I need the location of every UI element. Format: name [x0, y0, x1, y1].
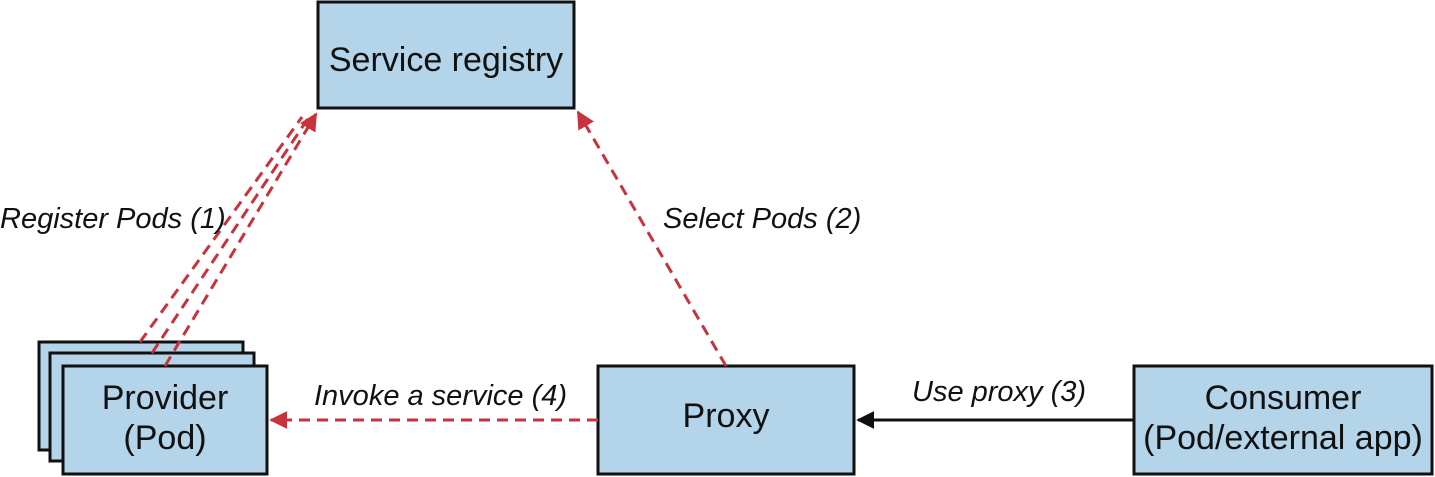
- register-pods-arrow-middle: [150, 116, 311, 354]
- select-pods-edge: Select Pods (2): [576, 110, 861, 367]
- register-pods-arrow-front: [163, 112, 318, 367]
- consumer-label-line1: Consumer: [1205, 379, 1362, 417]
- select-pods-arrow: [576, 110, 728, 367]
- use-proxy-edge: Use proxy (3): [856, 376, 1134, 429]
- proxy-box: [596, 364, 856, 476]
- invoke-service-edge: Invoke a service (4): [269, 380, 598, 429]
- service-registry-node: Service registry: [316, 0, 576, 110]
- register-pods-label: Register Pods (1): [0, 203, 226, 235]
- invoke-service-label: Invoke a service (4): [314, 380, 567, 412]
- register-pods-arrow-back: [138, 116, 304, 343]
- proxy-label: Proxy: [683, 397, 770, 435]
- provider-label-line1: Provider: [102, 379, 229, 417]
- provider-label-line2: (Pod): [123, 419, 206, 457]
- proxy-node: Proxy: [596, 364, 856, 476]
- use-proxy-label: Use proxy (3): [912, 376, 1086, 408]
- provider-box: [61, 364, 269, 476]
- service-registry-box: [316, 0, 576, 110]
- service-registry-label: Service registry: [329, 41, 563, 79]
- provider-node: Provider (Pod): [37, 340, 269, 476]
- register-pods-edge: Register Pods (1): [0, 112, 318, 367]
- consumer-node: Consumer (Pod/external app): [1132, 364, 1434, 476]
- select-pods-label: Select Pods (2): [663, 203, 861, 235]
- consumer-label-line2: (Pod/external app): [1143, 419, 1423, 457]
